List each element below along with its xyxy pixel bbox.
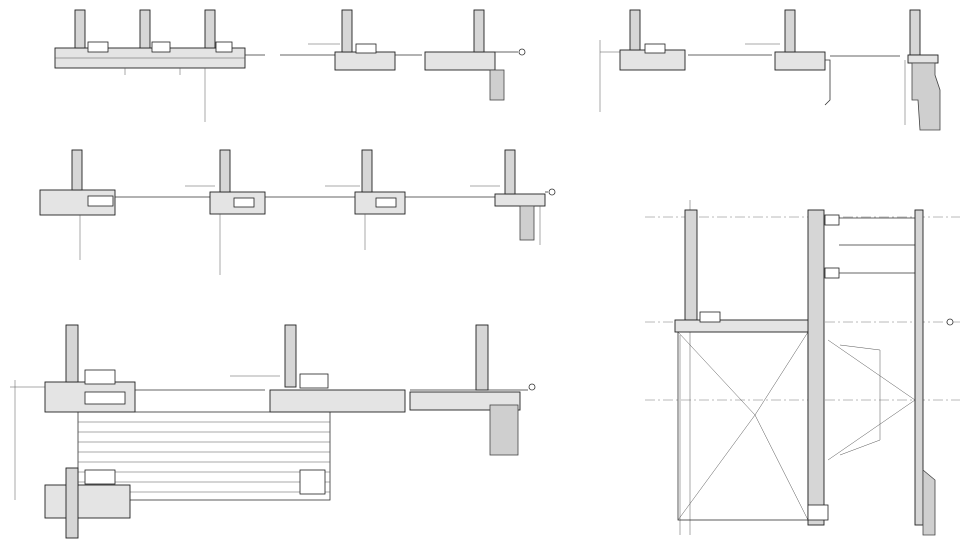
stair-detail [44,411,331,539]
detail-row1-middle [280,9,526,101]
detail-row3 [10,324,536,500]
grid-marker [518,48,526,56]
grid-marker [528,383,536,391]
grid-marker [946,318,954,326]
detail-large-right [645,200,960,536]
grid-marker [548,188,556,196]
detail-row1-right [599,9,941,131]
detail-row2 [39,149,556,275]
detail-row1-left [54,9,265,122]
